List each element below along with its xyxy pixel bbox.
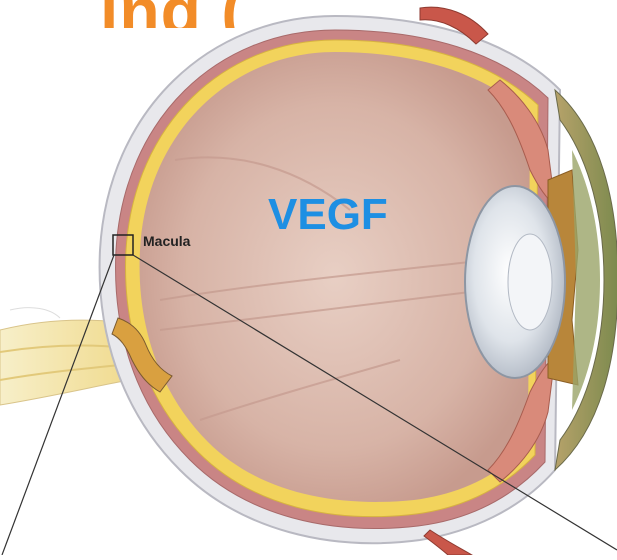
vegf-label: VEGF (268, 190, 388, 240)
zoom-line-left (2, 255, 114, 555)
title-fragment: ing ( (100, 0, 617, 28)
macula-label: Macula (143, 233, 190, 249)
lens-nucleus (508, 234, 552, 330)
